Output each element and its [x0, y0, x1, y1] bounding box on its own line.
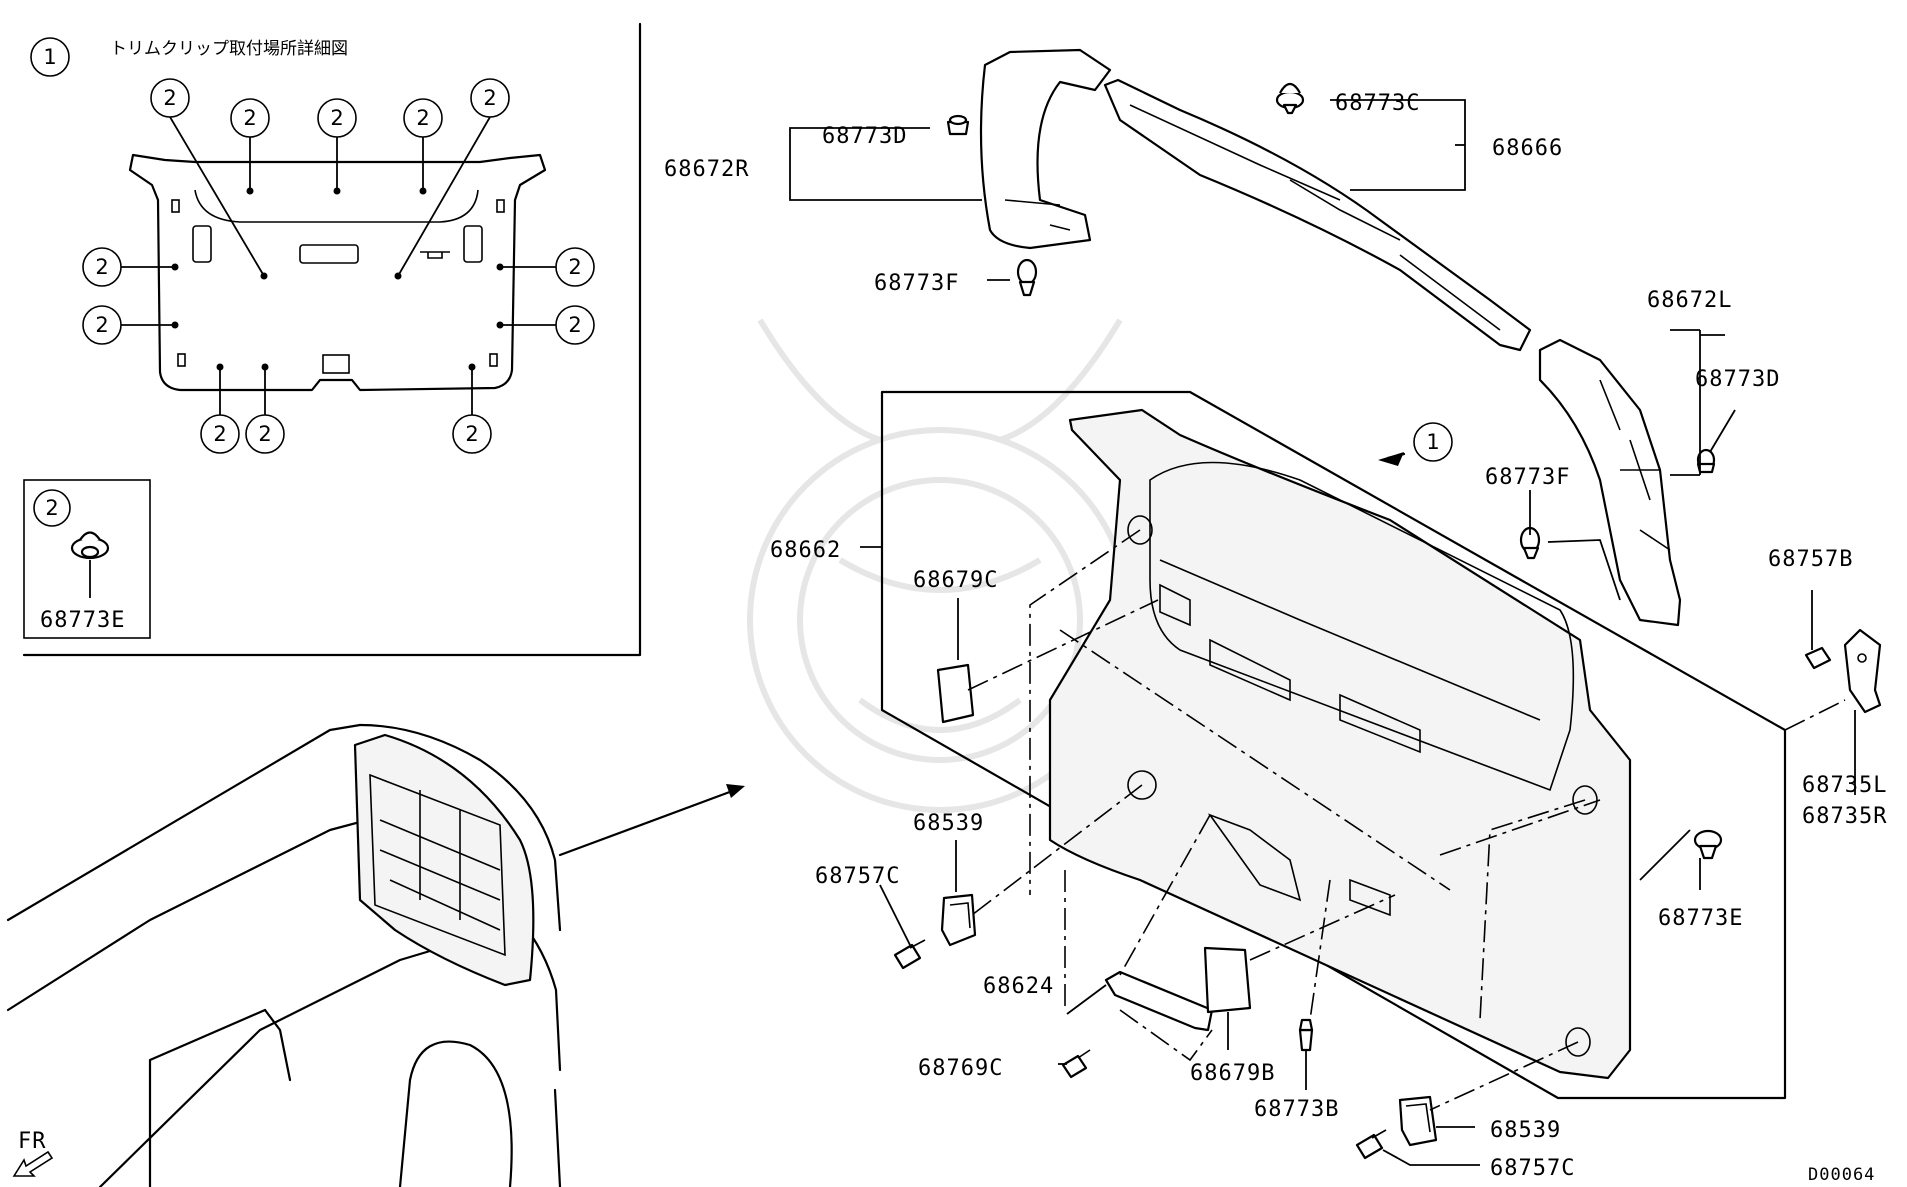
svg-text:2: 2: [483, 86, 496, 110]
svg-text:2: 2: [95, 255, 108, 279]
clip-legend-marker: 2: [45, 496, 58, 520]
label-68539-left: 68539: [913, 811, 984, 836]
label-68757C-left: 68757C: [815, 864, 900, 889]
label-68773F-top: 68773F: [874, 271, 959, 296]
clip-68773B: [1298, 1018, 1314, 1052]
view-marker: 1: [1378, 422, 1453, 466]
diagram-code: D00064: [1808, 1165, 1875, 1185]
clip-68773E-right: [1693, 829, 1723, 860]
vehicle-rear-view: FR: [6, 723, 745, 1187]
detail-title: トリムクリップ取付場所詳細図: [110, 39, 348, 59]
pillar-trim-68672L: [1538, 338, 1682, 627]
label-68735R: 68735R: [1802, 804, 1887, 829]
cover-68539-left: [940, 893, 977, 947]
label-68672L: 68672L: [1647, 288, 1732, 313]
clip-callouts: 2 2 2 2 2 2 2 2 2 2 2 2: [82, 78, 595, 454]
clip-icon: [70, 531, 110, 598]
clip-legend-part-number: 68773E: [40, 608, 125, 633]
label-68773E: 68773E: [1658, 906, 1743, 931]
svg-text:2: 2: [243, 106, 256, 130]
detail-marker: 1: [43, 45, 56, 69]
fr-arrow-icon: [12, 1150, 54, 1177]
label-68773C: 68773C: [1335, 91, 1420, 116]
svg-text:2: 2: [568, 255, 581, 279]
clip-68773D-left: [946, 114, 970, 136]
label-68773D-right: 68773D: [1695, 367, 1780, 392]
label-68624: 68624: [983, 974, 1054, 999]
part-labels: 68672R 68773D 68773C 68666 68773F 68672L…: [664, 91, 1887, 1185]
svg-text:2: 2: [95, 313, 108, 337]
label-68757C-right: 68757C: [1490, 1156, 1575, 1181]
header-trim-68666: [1103, 78, 1532, 352]
handle-68624: [1104, 970, 1214, 1032]
bolt-68757B: [1804, 646, 1832, 670]
pillar-trim-68672R: [979, 48, 1112, 250]
orientation-label: FR: [18, 1129, 47, 1154]
screw-68769C: [1061, 1049, 1091, 1079]
svg-text:2: 2: [213, 422, 226, 446]
svg-text:2: 2: [465, 422, 478, 446]
label-68539-right: 68539: [1490, 1118, 1561, 1143]
label-68773D-left: 68773D: [822, 124, 907, 149]
label-68679B: 68679B: [1190, 1061, 1275, 1086]
bracket-68735: [1843, 628, 1882, 714]
label-68672R: 68672R: [664, 157, 749, 182]
svg-text:2: 2: [163, 86, 176, 110]
detail-trim-outline: [128, 153, 547, 392]
label-68773F-right: 68773F: [1485, 465, 1570, 490]
assembly-lines: [967, 529, 1846, 1111]
svg-text:2: 2: [416, 106, 429, 130]
patch-68679B: [1203, 946, 1252, 1014]
label-68773B: 68773B: [1254, 1097, 1339, 1122]
label-68679C: 68679C: [913, 568, 998, 593]
clip-68773D-right: [1696, 448, 1716, 474]
clip-location-dots: [171, 187, 504, 371]
svg-text:2: 2: [568, 313, 581, 337]
patch-68679C: [936, 663, 975, 724]
clip-leaders: [121, 116, 556, 415]
label-68666: 68666: [1492, 136, 1563, 161]
bolt-68757C-left: [893, 939, 926, 970]
label-68757B: 68757B: [1768, 547, 1853, 572]
svg-text:2: 2: [330, 106, 343, 130]
label-68735L: 68735L: [1802, 773, 1887, 798]
detail-box: 1 トリムクリップ取付場所詳細図 2: [22, 22, 642, 657]
bolt-68757C-right: [1355, 1129, 1387, 1160]
clip-legend-box: 2 68773E: [23, 479, 151, 639]
clip-68773C: [1275, 82, 1305, 115]
detail-marker-circle: [30, 37, 70, 77]
cover-68539-right: [1398, 1095, 1438, 1147]
leader-lines: [789, 99, 1856, 1166]
label-68769C: 68769C: [918, 1056, 1003, 1081]
clip-68773F-top: [1016, 258, 1038, 297]
label-68662: 68662: [770, 538, 841, 563]
svg-text:2: 2: [258, 422, 271, 446]
svg-text:1: 1: [1426, 430, 1439, 454]
